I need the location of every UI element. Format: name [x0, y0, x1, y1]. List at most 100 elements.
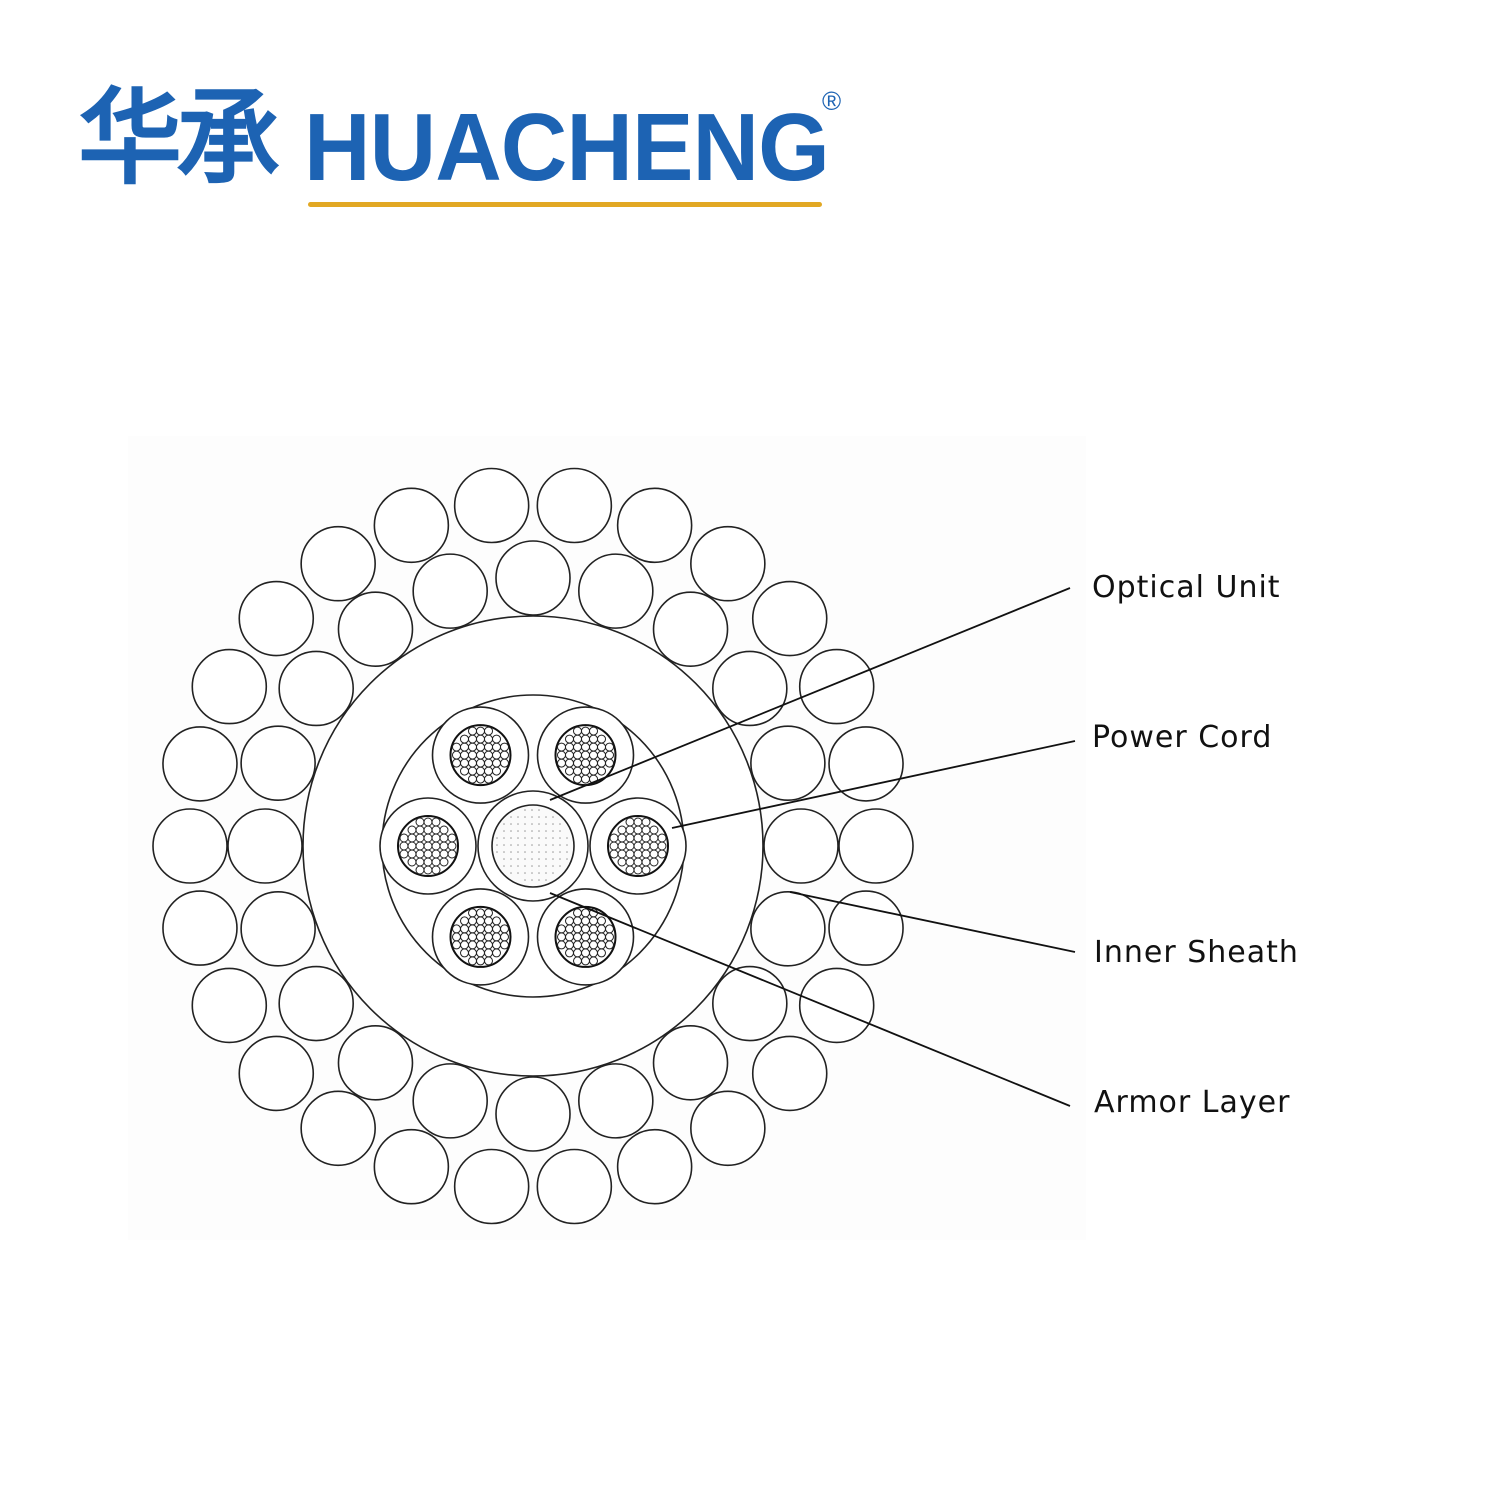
optical-fiber-dot	[538, 844, 540, 846]
optical-fiber-dot	[531, 851, 533, 853]
armor-wire-inner	[278, 650, 354, 727]
optical-fiber-dot	[559, 837, 561, 839]
armor-wire-outer	[690, 525, 766, 602]
optical-fiber-dot	[496, 837, 498, 839]
optical-fiber-dot	[524, 816, 526, 818]
armor-wire-outer	[238, 1035, 315, 1112]
optical-fiber-dot	[524, 858, 526, 860]
armor-wire-outer	[536, 1148, 613, 1225]
armor-wire-inner	[495, 1076, 571, 1152]
power-cord-conductor	[397, 815, 459, 877]
optical-fiber-dot	[538, 830, 540, 832]
optical-fiber-dot	[559, 823, 561, 825]
conductor-strand	[649, 857, 659, 867]
optical-fiber-dot	[496, 851, 498, 853]
conductor-strand	[492, 948, 501, 958]
optical-fiber-dot	[545, 830, 547, 832]
optical-fiber-dot	[545, 837, 547, 839]
armor-wire-outer	[453, 1148, 530, 1225]
power-cord-conductor	[607, 815, 669, 877]
armor-wire-inner	[712, 965, 788, 1042]
optical-fiber-dot	[531, 830, 533, 832]
optical-fiber-dot	[531, 837, 533, 839]
optical-fiber-dot	[524, 865, 526, 867]
armor-wire-outer	[798, 648, 875, 725]
armor-wire-outer	[300, 1090, 376, 1167]
armor-wire-outer	[191, 648, 268, 725]
optical-fiber-dot	[552, 816, 554, 818]
optical-fiber-dot	[517, 837, 519, 839]
optical-fiber-dot	[510, 830, 512, 832]
armor-wire-outer	[828, 726, 904, 802]
leader-armor-layer	[549, 892, 1071, 1107]
optical-fiber-dot	[517, 823, 519, 825]
conductor-strand	[657, 849, 667, 859]
optical-fiber-dot	[545, 816, 547, 818]
conductor-strand	[597, 766, 606, 776]
optical-fiber-dot	[566, 844, 568, 846]
armor-wire-inner	[750, 891, 826, 967]
armor-wire-outer	[373, 487, 450, 564]
optical-fiber-dot	[531, 865, 533, 867]
optical-unit-core	[491, 804, 575, 888]
armor-wire-outer	[798, 967, 875, 1044]
optical-fiber-dot	[545, 865, 547, 867]
optical-fiber-dot	[545, 851, 547, 853]
conductor-strand	[439, 857, 449, 867]
optical-fiber-dot	[538, 879, 540, 881]
optical-fiber-dot	[538, 823, 540, 825]
optical-fiber-dot	[510, 872, 512, 874]
optical-fiber-dot	[552, 851, 554, 853]
optical-fiber-dot	[517, 844, 519, 846]
optical-fiber-dot	[503, 837, 505, 839]
optical-fiber-dot	[510, 858, 512, 860]
optical-fiber-dot	[559, 830, 561, 832]
armor-wire-inner	[337, 591, 414, 667]
optical-fiber-dot	[531, 823, 533, 825]
optical-fiber-dot	[538, 837, 540, 839]
armor-wire-inner	[412, 1063, 488, 1139]
armor-wire-outer	[300, 525, 376, 602]
power-cord-conductor	[449, 905, 512, 968]
optical-fiber-dot	[496, 844, 498, 846]
conductor-strand	[589, 956, 598, 966]
conductor-strand	[484, 956, 493, 966]
armor-wire-inner	[337, 1025, 414, 1101]
armor-wire-inner	[240, 725, 316, 801]
optical-fiber-dot	[510, 823, 512, 825]
optical-fiber-dot	[510, 837, 512, 839]
leader-optical-unit	[549, 587, 1071, 801]
optical-fiber-dot	[517, 816, 519, 818]
armor-wire-outer	[616, 487, 693, 564]
optical-fiber-dot	[566, 837, 568, 839]
optical-fiber-dot	[566, 851, 568, 853]
armor-wire-inner	[750, 725, 826, 801]
optical-fiber-dot	[517, 872, 519, 874]
huacheng-logo: 华承 HUACHENG ®	[78, 82, 858, 212]
optical-fiber-dot	[538, 816, 540, 818]
label-power-cord: Power Cord	[1092, 720, 1273, 755]
optical-fiber-dot	[545, 844, 547, 846]
optical-fiber-dot	[566, 858, 568, 860]
optical-fiber-dot	[531, 858, 533, 860]
optical-fiber-dot	[552, 865, 554, 867]
armor-wire-inner	[652, 591, 729, 667]
conductor-strand	[500, 940, 509, 950]
conductor-strand	[500, 758, 509, 768]
optical-fiber-dot	[538, 872, 540, 874]
label-armor-layer: Armor Layer	[1094, 1085, 1291, 1120]
optical-fiber-dot	[559, 858, 561, 860]
label-inner-sheath: Inner Sheath	[1094, 935, 1299, 970]
optical-fiber-dot	[531, 816, 533, 818]
optical-fiber-dot	[524, 879, 526, 881]
optical-fiber-dot	[524, 851, 526, 853]
optical-fiber-dot	[538, 851, 540, 853]
optical-fiber-dot	[524, 809, 526, 811]
logo-chinese: 华承	[78, 77, 280, 199]
optical-fiber-dot	[524, 837, 526, 839]
armor-wire-outer	[162, 890, 238, 966]
armor-wire-outer	[162, 726, 238, 802]
logo-brand: HUACHENG	[304, 94, 830, 201]
armor-wire-inner	[652, 1025, 729, 1101]
